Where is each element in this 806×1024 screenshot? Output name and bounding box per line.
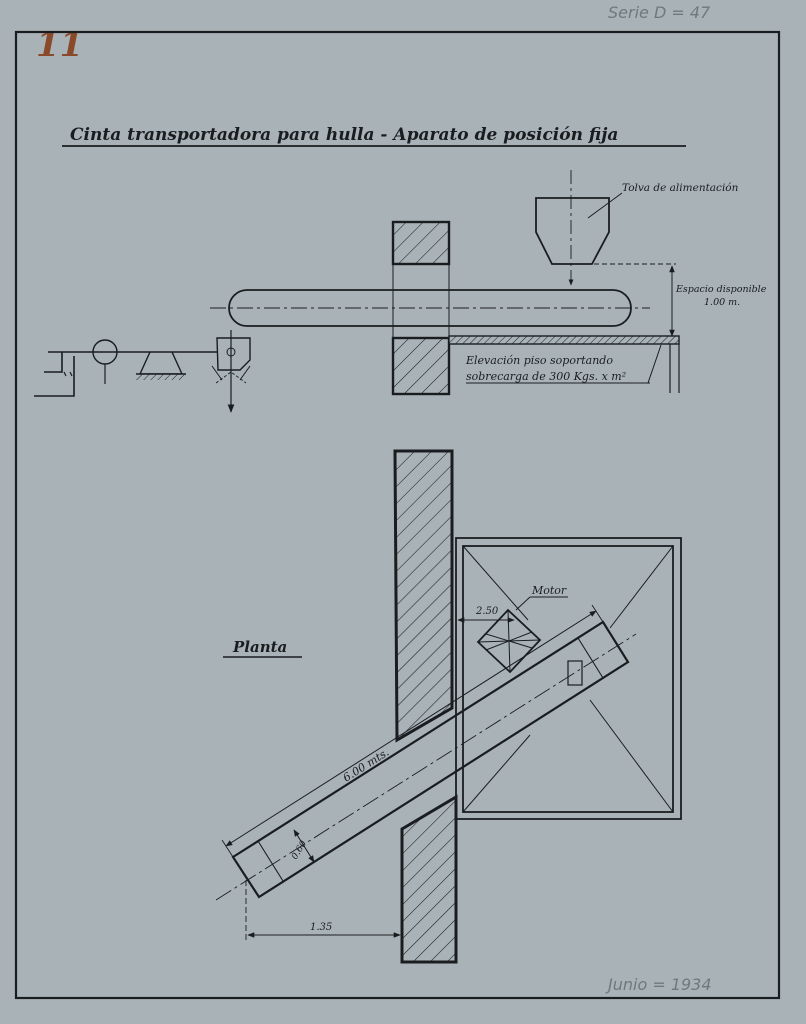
motor-label: Motor bbox=[531, 584, 567, 597]
series-reference: Serie D = 47 bbox=[608, 3, 711, 22]
elevation-view: Tolva de alimentación Espacio disponible… bbox=[34, 170, 767, 413]
hopper-leader bbox=[587, 192, 623, 219]
plan-label: Planta bbox=[232, 638, 287, 656]
wall-upper-section bbox=[391, 220, 451, 266]
space-label: Espacio disponible bbox=[675, 284, 767, 295]
date-note: Junio = 1934 bbox=[605, 975, 712, 994]
floor-slab bbox=[448, 335, 680, 345]
wall-plan-upper bbox=[393, 449, 454, 743]
drawing-border bbox=[14, 30, 781, 1000]
floor-label-line1: Elevación piso soportando bbox=[465, 354, 613, 367]
hopper-label: Tolva de alimentación bbox=[622, 182, 739, 194]
motor-leader bbox=[515, 596, 531, 611]
drawing-title: Cinta transportadora para hulla - Aparat… bbox=[70, 125, 618, 145]
wall-lower-section bbox=[391, 336, 451, 396]
width-dimension bbox=[293, 829, 315, 863]
floor-label-line2: sobrecarga de 300 Kgs. x m² bbox=[466, 370, 626, 383]
floor-leader bbox=[647, 344, 662, 384]
feed-hopper bbox=[535, 197, 610, 265]
offset-dimension-label: 1.35 bbox=[310, 922, 332, 933]
plan-view: Planta Motor 2.50 6.00 mts. bbox=[215, 449, 682, 964]
conveyor-belt-elevation bbox=[228, 289, 632, 327]
space-value: 1.00 m. bbox=[704, 297, 740, 308]
motor-dimension-label: 2.50 bbox=[475, 606, 499, 617]
length-dimension bbox=[225, 610, 597, 847]
